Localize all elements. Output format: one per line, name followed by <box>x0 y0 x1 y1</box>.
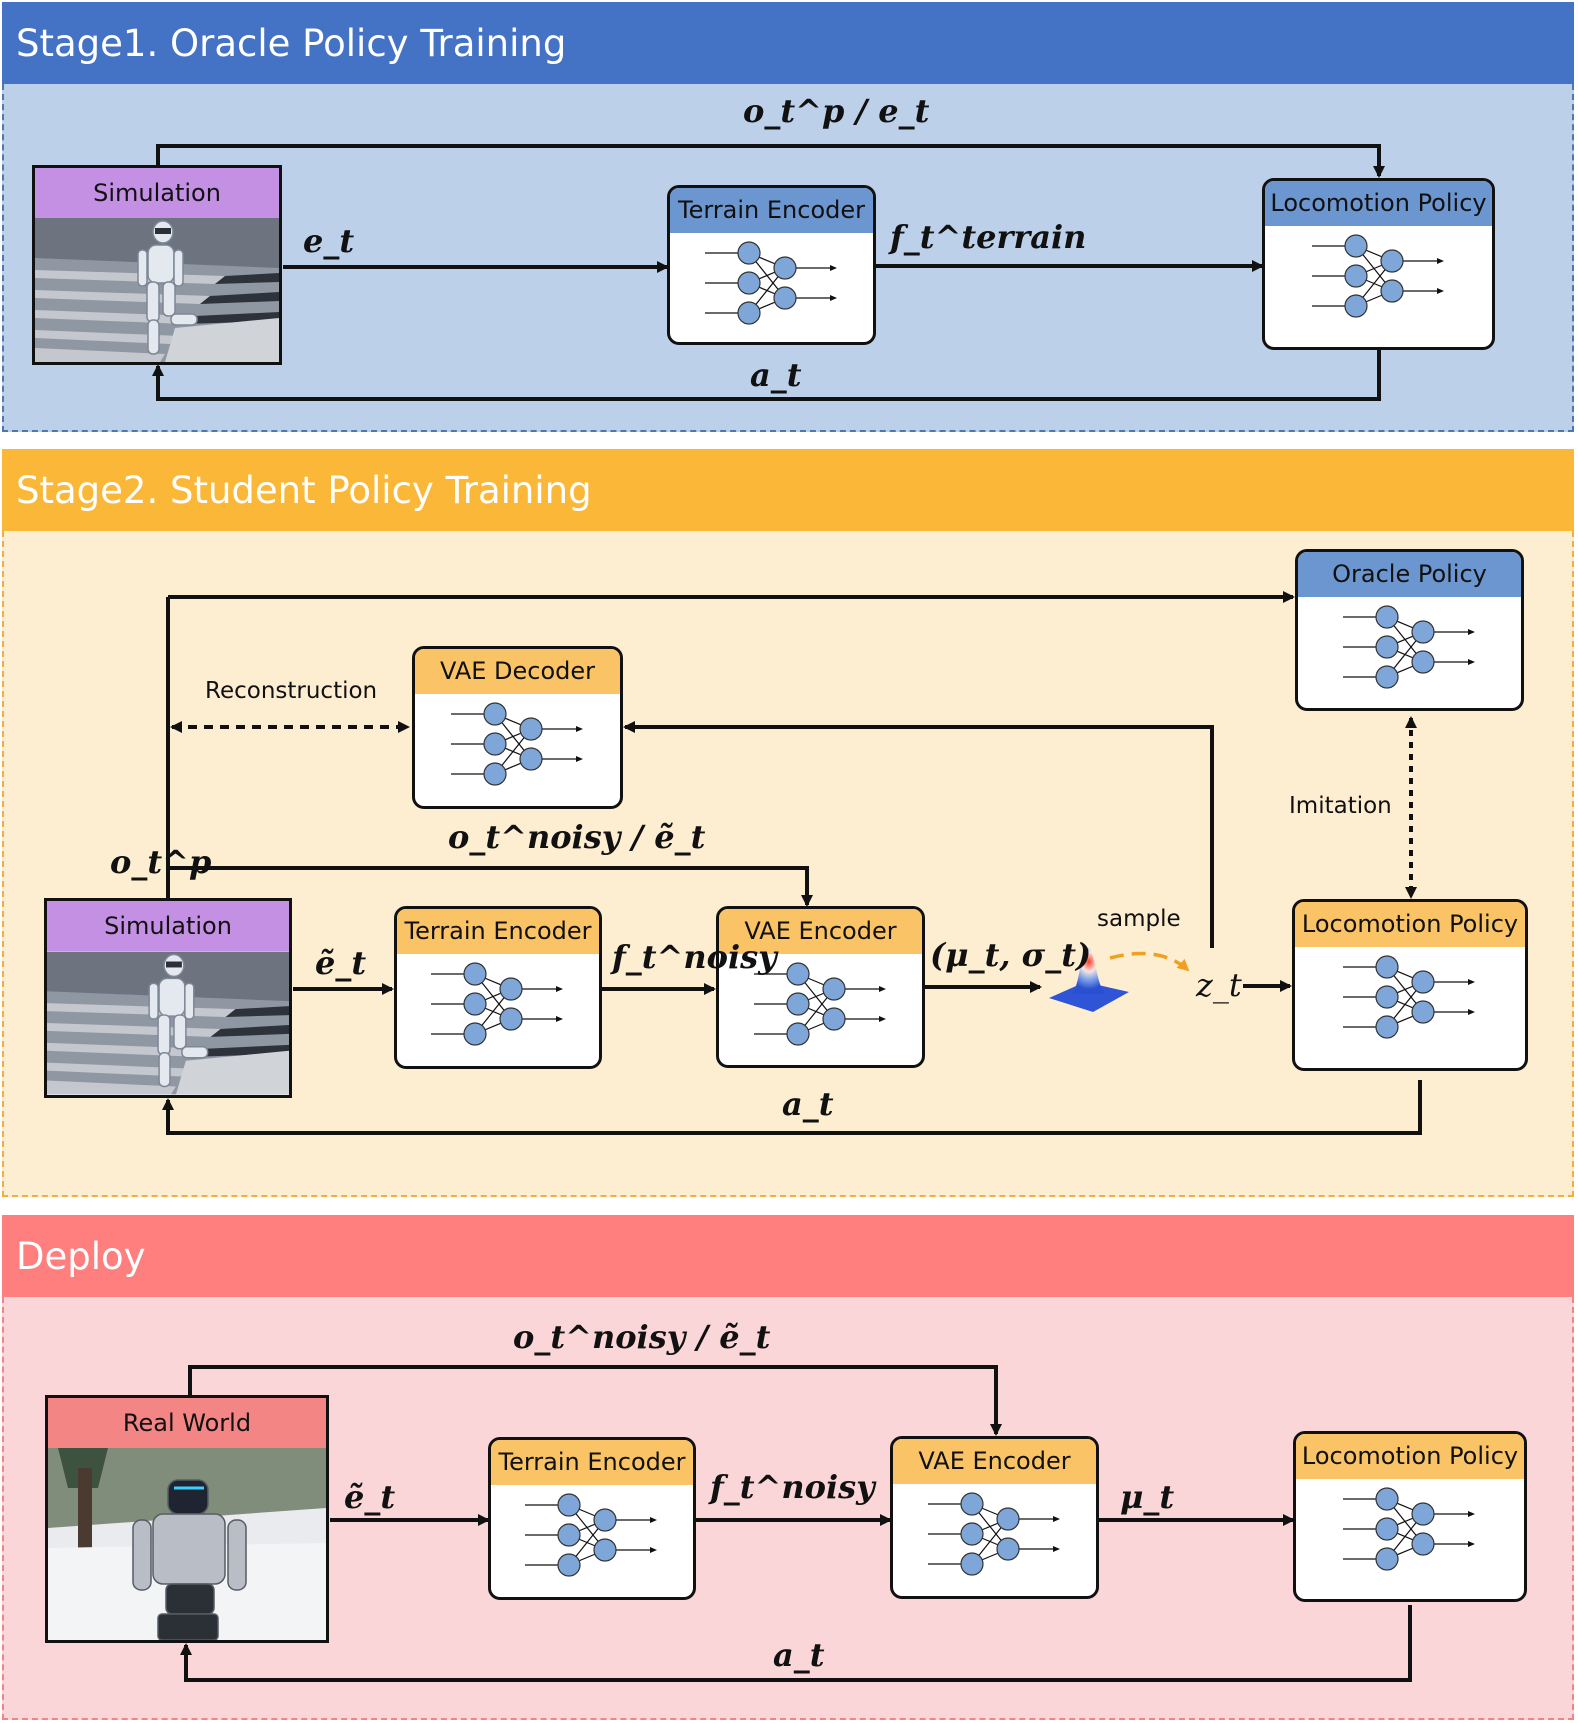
s2-label-e: ẽ_t <box>315 944 366 982</box>
s2-sample-arrow <box>1109 951 1190 972</box>
s2-label-a: a_t <box>782 1085 834 1123</box>
real-world-scene-icon <box>48 1448 326 1640</box>
deploy-vae-encoder-box: VAE Encoder <box>890 1436 1099 1599</box>
s1-label-observation: o_t^p / e_t <box>743 92 929 130</box>
s1-terrain-encoder-title: Terrain Encoder <box>670 188 873 233</box>
s2-arrow-a <box>162 1080 1422 1135</box>
deploy-title: Deploy <box>16 1234 146 1278</box>
s2-label-z: z_t <box>1196 966 1242 1004</box>
s2-vae-encoder-box: VAE Encoder <box>716 906 925 1068</box>
s1-label-a-text: a_t <box>750 356 802 394</box>
gaussian-distribution-icon <box>1049 948 1129 1012</box>
s2-label-op-text: o_t^p <box>110 843 212 881</box>
simulation-scene-icon <box>35 218 279 362</box>
s1-label-e-text: e_t <box>303 222 355 260</box>
s2-terrain-encoder-box: Terrain Encoder <box>394 906 602 1069</box>
s1-label-a: a_t <box>750 356 802 394</box>
s2-arrow-obs-to-vae <box>168 866 813 907</box>
s2-oracle-policy-box: Oracle Policy <box>1295 549 1524 711</box>
s1-locomotion-policy-title: Locomotion Policy <box>1265 181 1492 226</box>
s1-label-observation-text: o_t^p / e_t <box>743 92 930 130</box>
s1-label-f: f_t^terrain <box>890 218 1086 256</box>
s1-arrow-top <box>156 144 1385 178</box>
deploy-vae-encoder-title: VAE Encoder <box>893 1439 1096 1484</box>
s2-label-mu-sigma-text: (μ_t, σ_t) <box>930 936 1092 974</box>
neural-network-icon <box>704 241 837 325</box>
deploy-arrow-a <box>180 1605 1412 1682</box>
neural-network-icon <box>1311 234 1444 318</box>
s2-reconstruction-label: Reconstruction <box>205 678 378 704</box>
s2-label-f-text: f_t^noisy <box>612 938 777 976</box>
s2-imitation-label: Imitation <box>1289 793 1392 819</box>
s2-terrain-encoder-title: Terrain Encoder <box>397 909 599 954</box>
s2-vae-decoder-box: VAE Decoder <box>412 646 623 809</box>
stage2-header: Stage2. Student Policy Training <box>2 449 1574 531</box>
s1-arrow-a <box>152 350 1381 401</box>
neural-network-icon <box>525 1493 657 1577</box>
deploy-label-a: a_t <box>773 1636 825 1674</box>
s2-label-z-text: z_t <box>1196 966 1242 1004</box>
s2-locomotion-policy-box: Locomotion Policy <box>1292 899 1528 1071</box>
deploy-header: Deploy <box>2 1215 1574 1297</box>
s2-locomotion-policy-title: Locomotion Policy <box>1295 902 1525 947</box>
stage1-header: Stage1. Oracle Policy Training <box>2 2 1574 84</box>
neural-network-icon <box>431 962 563 1046</box>
s2-label-mu-sigma: (μ_t, σ_t) <box>930 936 1091 974</box>
deploy-label-e-text: ẽ_t <box>344 1478 396 1516</box>
s1-terrain-encoder-box: Terrain Encoder <box>667 185 876 345</box>
s2-simulation-title: Simulation <box>47 901 289 951</box>
neural-network-icon <box>450 702 583 786</box>
s1-label-e: e_t <box>303 222 354 260</box>
deploy-label-f: f_t^noisy <box>710 1468 875 1506</box>
s2-label-op: o_t^p <box>110 843 211 881</box>
s2-arrow-z-to-decoder <box>623 721 1214 948</box>
deploy-label-mu-text: μ_t <box>1120 1478 1175 1516</box>
deploy-label-a-text: a_t <box>773 1636 825 1674</box>
deploy-real-world-title: Real World <box>48 1398 326 1448</box>
s2-vae-decoder-title: VAE Decoder <box>415 649 620 694</box>
deploy-label-noisy-text: o_t^noisy / ẽ_t <box>513 1318 771 1356</box>
simulation-scene-icon <box>47 951 289 1095</box>
s1-simulation-title: Simulation <box>35 168 279 218</box>
stage1-title: Stage1. Oracle Policy Training <box>16 21 567 65</box>
s2-vae-encoder-title: VAE Encoder <box>719 909 922 954</box>
neural-network-icon <box>1342 605 1475 689</box>
s1-simulation-panel: Simulation <box>32 165 282 365</box>
s2-label-noisy: o_t^noisy / ẽ_t <box>448 818 705 856</box>
deploy-locomotion-policy-box: Locomotion Policy <box>1293 1431 1527 1602</box>
deploy-label-e: ẽ_t <box>344 1478 395 1516</box>
s1-label-f-text: f_t^terrain <box>890 218 1087 256</box>
deploy-locomotion-policy-title: Locomotion Policy <box>1296 1434 1524 1479</box>
deploy-label-noisy: o_t^noisy / ẽ_t <box>513 1318 770 1356</box>
s1-locomotion-policy-box: Locomotion Policy <box>1262 178 1495 350</box>
s2-simulation-panel: Simulation <box>44 898 292 1098</box>
deploy-arrow-top <box>188 1365 1002 1436</box>
deploy-terrain-encoder-title: Terrain Encoder <box>491 1440 693 1485</box>
deploy-real-world-panel: Real World <box>45 1395 329 1643</box>
s2-oracle-policy-title: Oracle Policy <box>1298 552 1521 597</box>
s2-label-noisy-text: o_t^noisy / ẽ_t <box>448 818 706 856</box>
neural-network-icon <box>1343 955 1475 1039</box>
neural-network-icon <box>927 1492 1060 1576</box>
neural-network-icon <box>753 962 886 1046</box>
neural-network-icon <box>1343 1487 1475 1571</box>
s2-label-f: f_t^noisy <box>612 938 777 976</box>
stage2-title: Stage2. Student Policy Training <box>16 468 592 512</box>
s2-sample-label: sample <box>1097 906 1181 932</box>
deploy-terrain-encoder-box: Terrain Encoder <box>488 1437 696 1600</box>
deploy-label-mu: μ_t <box>1120 1478 1174 1516</box>
s2-label-a-text: a_t <box>782 1085 834 1123</box>
s2-label-e-text: ẽ_t <box>315 944 367 982</box>
deploy-label-f-text: f_t^noisy <box>710 1468 875 1506</box>
